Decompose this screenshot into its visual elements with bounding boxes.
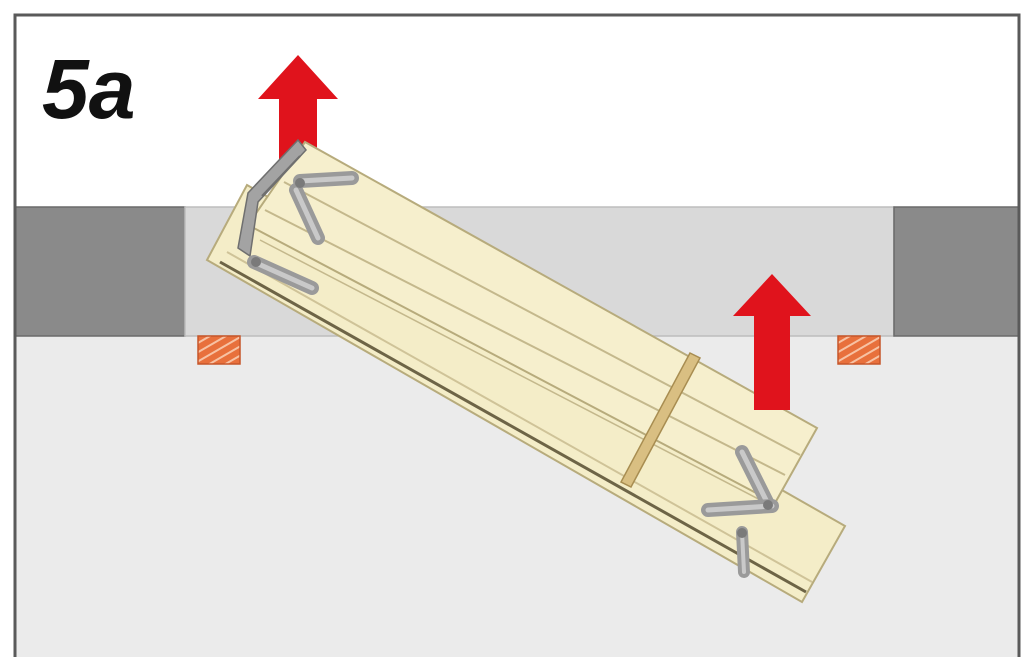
frame-edge-line <box>219 260 807 594</box>
ladder-lower-frame <box>205 183 847 604</box>
frame-border <box>13 13 1021 662</box>
ceiling-joist-left <box>15 206 186 337</box>
section-line <box>264 209 786 476</box>
ceiling-joist-right <box>893 206 1019 337</box>
ladder-assembly <box>205 138 847 604</box>
frame-edge-line <box>226 251 813 583</box>
hinge-upper-left <box>237 138 359 295</box>
upper-room <box>15 15 1019 207</box>
wood-block-icon <box>197 335 241 365</box>
ladder-strap <box>619 352 702 488</box>
step-label: 5a <box>42 42 135 136</box>
wood-block-icon <box>837 335 881 365</box>
hinge-lower-right <box>701 445 779 578</box>
arrow-up-icon <box>258 55 338 190</box>
arrow-up-icon <box>733 274 811 410</box>
section-line <box>259 239 771 506</box>
section-line <box>283 181 801 456</box>
